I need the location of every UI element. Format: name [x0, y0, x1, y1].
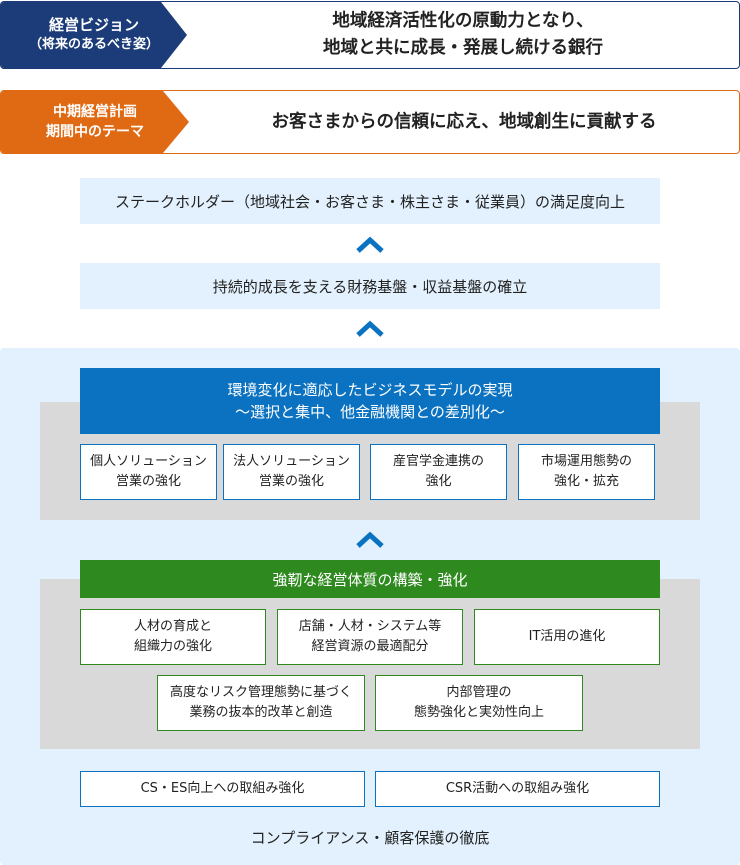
chevron-up-icon	[356, 236, 384, 253]
vision-text: 地域経済活性化の原動力となり、 地域と共に成長・発展し続ける銀行	[187, 2, 739, 68]
management-item-line2: 組織力の強化	[133, 639, 212, 654]
theme-tag: 中期経営計画 期間中のテーマ	[1, 91, 189, 153]
vision-banner: 経営ビジョン （将来のあるべき姿） 地域経済活性化の原動力となり、 地域と共に成…	[0, 1, 740, 69]
business-item-line1: 個人ソリューション	[90, 454, 207, 469]
management-item-hr: 人材の育成と 組織力の強化	[80, 609, 266, 665]
business-item-market: 市場運用態勢の 強化・拡充	[518, 444, 655, 500]
business-model-title-line1: 環境変化に適応したビジネスモデルの実現	[227, 381, 513, 399]
initiative-csr: CSR活動への取組み強化	[375, 771, 660, 807]
chevron-up-icon	[356, 320, 384, 337]
business-item-line2: 営業の強化	[115, 474, 181, 489]
management-title: 強靭な経営体質の構築・強化	[80, 560, 660, 598]
theme-text: お客さまからの信頼に応え、地域創生に貢献する	[189, 91, 739, 153]
management-item-line1: 人材の育成と	[133, 619, 212, 634]
management-item-line1: 店舗・人材・システム等	[298, 619, 442, 634]
initiative-cs-es: CS・ES向上への取組み強化	[80, 771, 365, 807]
goal-finance-text: 持続的成長を支える財務基盤・収益基盤の確立	[212, 277, 528, 296]
foundation-text: コンプライアンス・顧客保護の徹底	[250, 828, 490, 847]
goal-stakeholder-text: ステークホルダー（地域社会・お客さま・株主さま・従業員）の満足度向上	[114, 192, 625, 211]
vision-tag-line1: 経営ビジョン	[48, 16, 139, 34]
business-item-line2: 強化・拡充	[553, 474, 619, 489]
business-model-title-line2: ～選択と集中、他金融機関との差別化～	[235, 403, 505, 421]
business-item-personal: 個人ソリューション 営業の強化	[80, 444, 217, 500]
goal-stakeholder: ステークホルダー（地域社会・お客さま・株主さま・従業員）の満足度向上	[80, 178, 660, 224]
business-item-line2: 営業の強化	[258, 474, 324, 489]
management-item-line1: 高度なリスク管理態勢に基づく	[169, 685, 352, 700]
business-item-line1: 産官学金連携の	[392, 454, 484, 469]
theme-tag-line1: 中期経営計画	[53, 104, 137, 120]
management-item-line2: 経営資源の最適配分	[311, 639, 429, 654]
business-model-title: 環境変化に適応したビジネスモデルの実現 ～選択と集中、他金融機関との差別化～	[80, 368, 660, 434]
management-item-line2: 業務の抜本的改革と創造	[189, 705, 333, 720]
vision-tag: 経営ビジョン （将来のあるべき姿）	[1, 2, 187, 68]
goal-finance: 持続的成長を支える財務基盤・収益基盤の確立	[80, 263, 660, 309]
management-item-resources: 店舗・人材・システム等 経営資源の最適配分	[277, 609, 463, 665]
management-item-risk: 高度なリスク管理態勢に基づく 業務の抜本的改革と創造	[157, 675, 365, 731]
initiative-text: CS・ES向上への取組み強化	[140, 781, 305, 796]
business-item-line1: 法人ソリューション	[233, 454, 350, 469]
initiative-text: CSR活動への取組み強化	[445, 781, 590, 796]
business-item-partnership: 産官学金連携の 強化	[370, 444, 507, 500]
theme-text-main: お客さまからの信頼に応え、地域創生に貢献する	[271, 111, 657, 132]
vision-text-line1: 地域経済活性化の原動力となり、	[332, 11, 594, 31]
foundation: コンプライアンス・顧客保護の徹底	[0, 820, 740, 854]
vision-tag-line2: （将来のあるべき姿）	[28, 37, 159, 52]
management-item-control: 内部管理の 態勢強化と実効性向上	[375, 675, 583, 731]
management-item-line1: 内部管理の	[446, 685, 512, 700]
chevron-up-icon	[356, 531, 384, 548]
business-item-corporate: 法人ソリューション 営業の強化	[223, 444, 360, 500]
management-item-line2: 態勢強化と実効性向上	[413, 705, 544, 720]
vision-text-line2: 地域と共に成長・発展し続ける銀行	[323, 38, 603, 58]
theme-banner: 中期経営計画 期間中のテーマ お客さまからの信頼に応え、地域創生に貢献する	[0, 90, 740, 154]
theme-tag-line2: 期間中のテーマ	[46, 124, 144, 140]
business-item-line2: 強化	[425, 474, 452, 489]
management-item-it: IT活用の進化	[474, 609, 660, 665]
business-item-line1: 市場運用態勢の	[540, 454, 632, 469]
management-item-line1: IT活用の進化	[528, 629, 606, 644]
management-title-text: 強靭な経営体質の構築・強化	[272, 570, 468, 589]
